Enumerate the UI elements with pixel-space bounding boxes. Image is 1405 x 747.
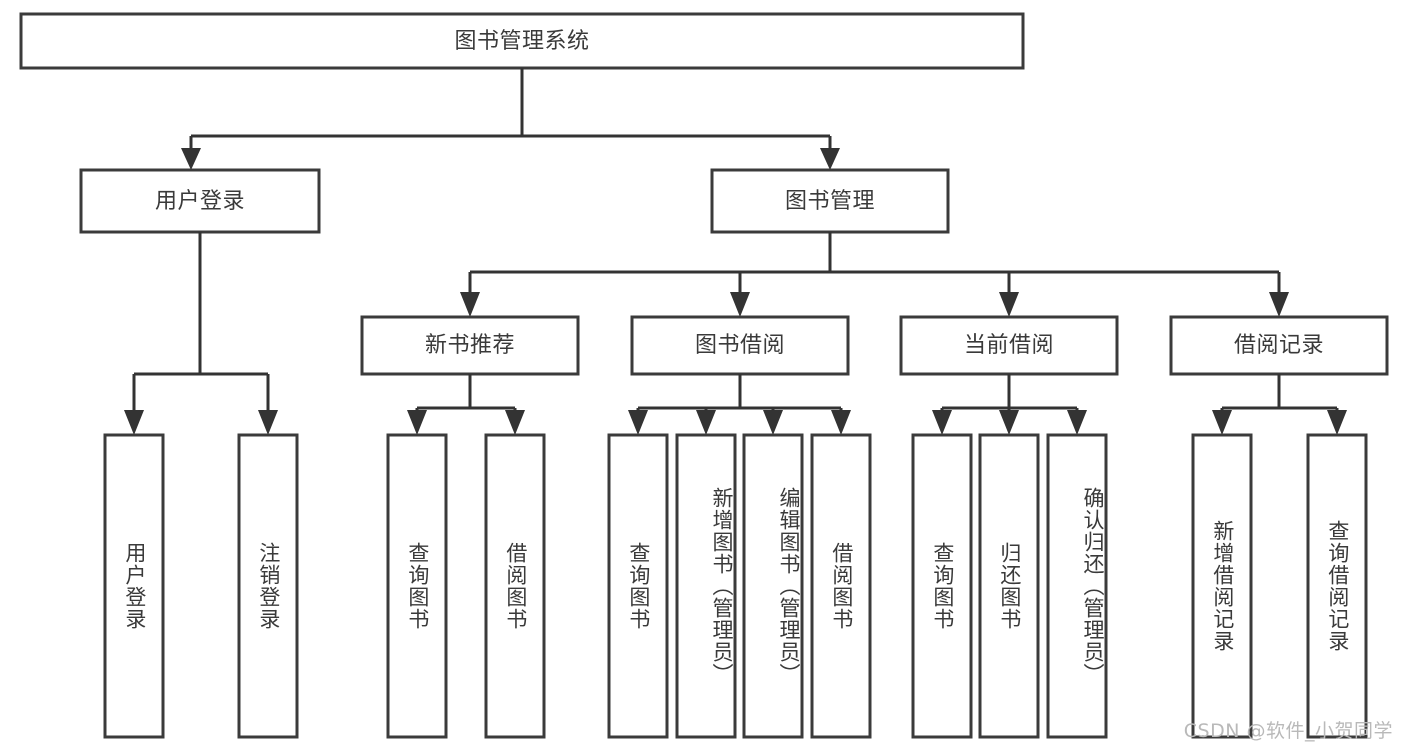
node-borrow-record-label: 借阅记录 bbox=[1234, 333, 1324, 358]
leaf-box-borrow-book-2[interactable] bbox=[810, 433, 872, 739]
arrow-head-leaf-logout-login bbox=[258, 410, 278, 435]
leaf-box-add-book[interactable] bbox=[675, 433, 737, 739]
watermark-text: CSDN @软件_小贺同学 bbox=[1183, 720, 1393, 742]
arrow-head-leaf-query-book-3 bbox=[932, 410, 952, 435]
node-book-borrow[interactable]: 图书借阅 bbox=[630, 315, 850, 376]
node-borrow-record-box[interactable] bbox=[1169, 315, 1389, 376]
node-root-label: 图书管理系统 bbox=[454, 29, 589, 54]
leaf-box-user-login[interactable] bbox=[103, 433, 165, 739]
arrow-head-leaf-edit-book bbox=[763, 410, 783, 435]
arrow-head-borrow-record bbox=[1269, 292, 1289, 317]
arrow-head-new-book-recommend bbox=[460, 292, 480, 317]
node-root-box[interactable] bbox=[19, 12, 1025, 70]
leaf-box-logout-login[interactable] bbox=[237, 433, 299, 739]
node-new-book-recommend[interactable]: 新书推荐 bbox=[360, 315, 580, 376]
leaf-box-borrow-book-1[interactable] bbox=[484, 433, 546, 739]
arrow-head-leaf-query-record bbox=[1327, 410, 1347, 435]
arrow-head-user-login bbox=[181, 148, 201, 170]
leaf-box-query-book-3[interactable] bbox=[911, 433, 973, 739]
node-current-borrow-label: 当前借阅 bbox=[964, 333, 1054, 358]
arrow-head-leaf-return-book bbox=[999, 410, 1019, 435]
arrow-head-current-borrow bbox=[999, 292, 1019, 317]
arrow-head-leaf-borrow-book-2 bbox=[831, 410, 851, 435]
leaf-box-query-book-2[interactable] bbox=[607, 433, 669, 739]
node-book-manage[interactable]: 图书管理 bbox=[710, 168, 950, 234]
node-book-borrow-box[interactable] bbox=[630, 315, 850, 376]
node-user-login-label: 用户登录 bbox=[155, 189, 245, 214]
leaf-box-query-book-1[interactable] bbox=[386, 433, 448, 739]
arrow-head-leaf-add-book bbox=[696, 410, 716, 435]
arrow-head-leaf-confirm-return bbox=[1067, 410, 1087, 435]
node-current-borrow[interactable]: 当前借阅 bbox=[899, 315, 1119, 376]
arrow-head-leaf-query-book-1 bbox=[407, 410, 427, 435]
node-borrow-record[interactable]: 借阅记录 bbox=[1169, 315, 1389, 376]
node-new-book-recommend-label: 新书推荐 bbox=[425, 333, 515, 358]
node-book-manage-box[interactable] bbox=[710, 168, 950, 234]
arrow-head-book-manage bbox=[820, 148, 840, 170]
arrow-head-leaf-borrow-book-1 bbox=[505, 410, 525, 435]
arrow-head-leaf-add-record bbox=[1212, 410, 1232, 435]
node-user-login[interactable]: 用户登录 bbox=[79, 168, 321, 234]
leaf-box-return-book[interactable] bbox=[978, 433, 1040, 739]
arrow-head-book-borrow bbox=[730, 292, 750, 317]
node-new-book-recommend-box[interactable] bbox=[360, 315, 580, 376]
arrow-head-leaf-query-book-2 bbox=[628, 410, 648, 435]
node-current-borrow-box[interactable] bbox=[899, 315, 1119, 376]
leaf-box-edit-book[interactable] bbox=[742, 433, 804, 739]
node-root[interactable]: 图书管理系统 bbox=[19, 12, 1025, 70]
arrow-head-leaf-user-login bbox=[124, 410, 144, 435]
node-book-manage-label: 图书管理 bbox=[785, 189, 875, 214]
node-book-borrow-label: 图书借阅 bbox=[695, 333, 785, 358]
leaf-box-confirm-return[interactable] bbox=[1046, 433, 1108, 739]
leaf-box-add-record[interactable] bbox=[1191, 433, 1253, 739]
leaf-box-query-record[interactable] bbox=[1306, 433, 1368, 739]
